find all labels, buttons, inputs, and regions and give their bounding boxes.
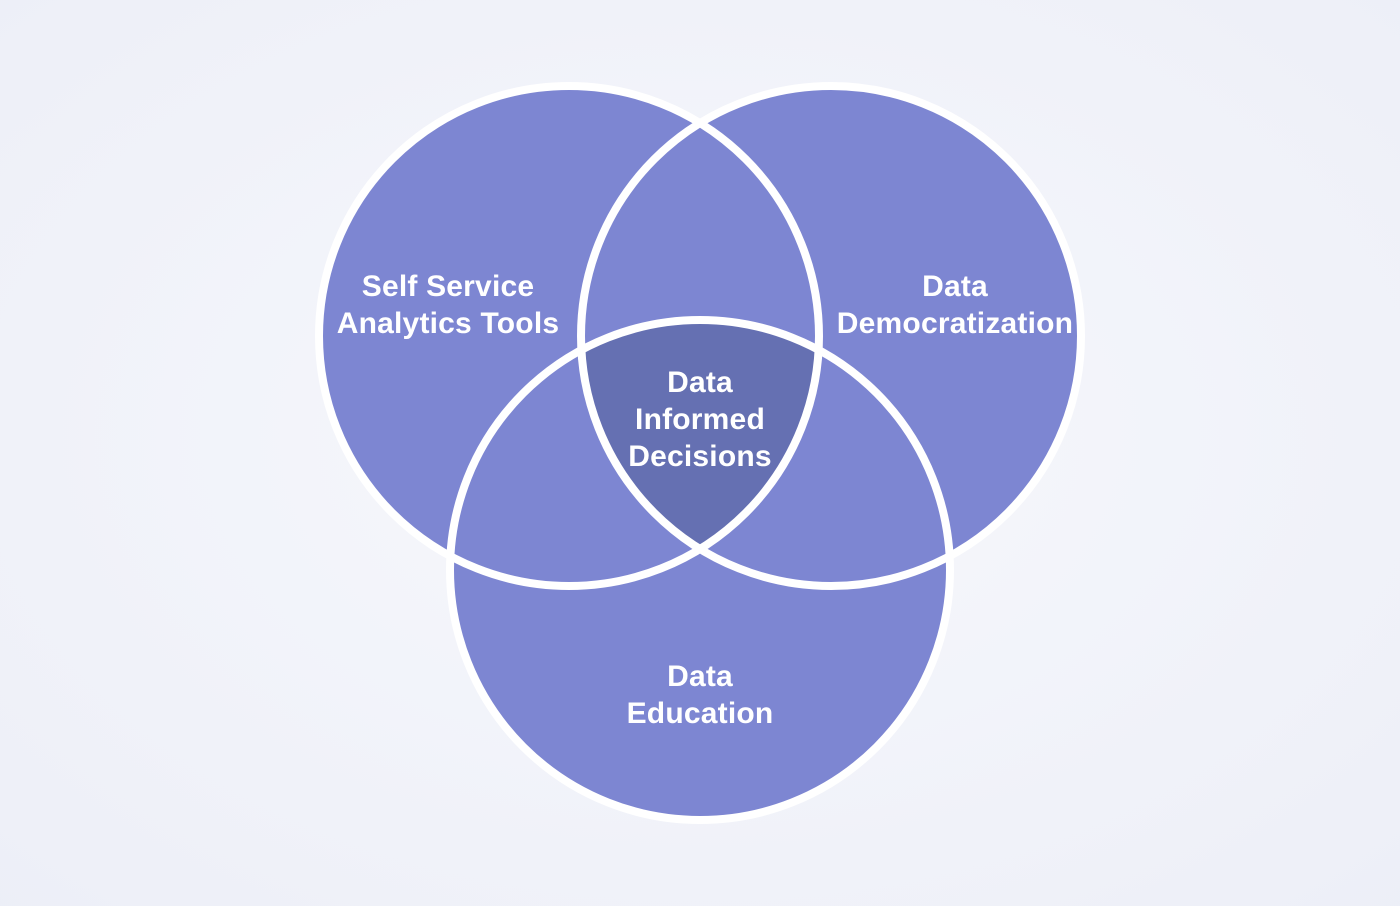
circle-data-education: [450, 320, 950, 820]
label-line: Self Service: [361, 270, 535, 303]
label-line: Decisions: [628, 440, 772, 473]
label-line: Data: [922, 270, 988, 303]
venn-outlines: [315, 82, 1085, 824]
venn-fills: [319, 86, 1081, 820]
label-data-democratization: Data Democratization: [785, 268, 1125, 342]
outline-self-service-analytics-tools: [315, 82, 823, 590]
label-line: Democratization: [836, 307, 1074, 340]
outline-data-education: [446, 316, 954, 824]
label-line: Analytics Tools: [336, 307, 560, 340]
label-line: Education: [626, 697, 774, 730]
label-line: Informed: [635, 403, 765, 436]
label-data-informed-decisions: Data Informed Decisions: [570, 364, 830, 475]
label-self-service-analytics-tools: Self Service Analytics Tools: [278, 268, 618, 342]
label-data-education: Data Education: [550, 658, 850, 732]
label-line: Data: [667, 366, 733, 399]
label-line: Data: [667, 660, 733, 693]
outline-data-democratization: [577, 82, 1085, 590]
